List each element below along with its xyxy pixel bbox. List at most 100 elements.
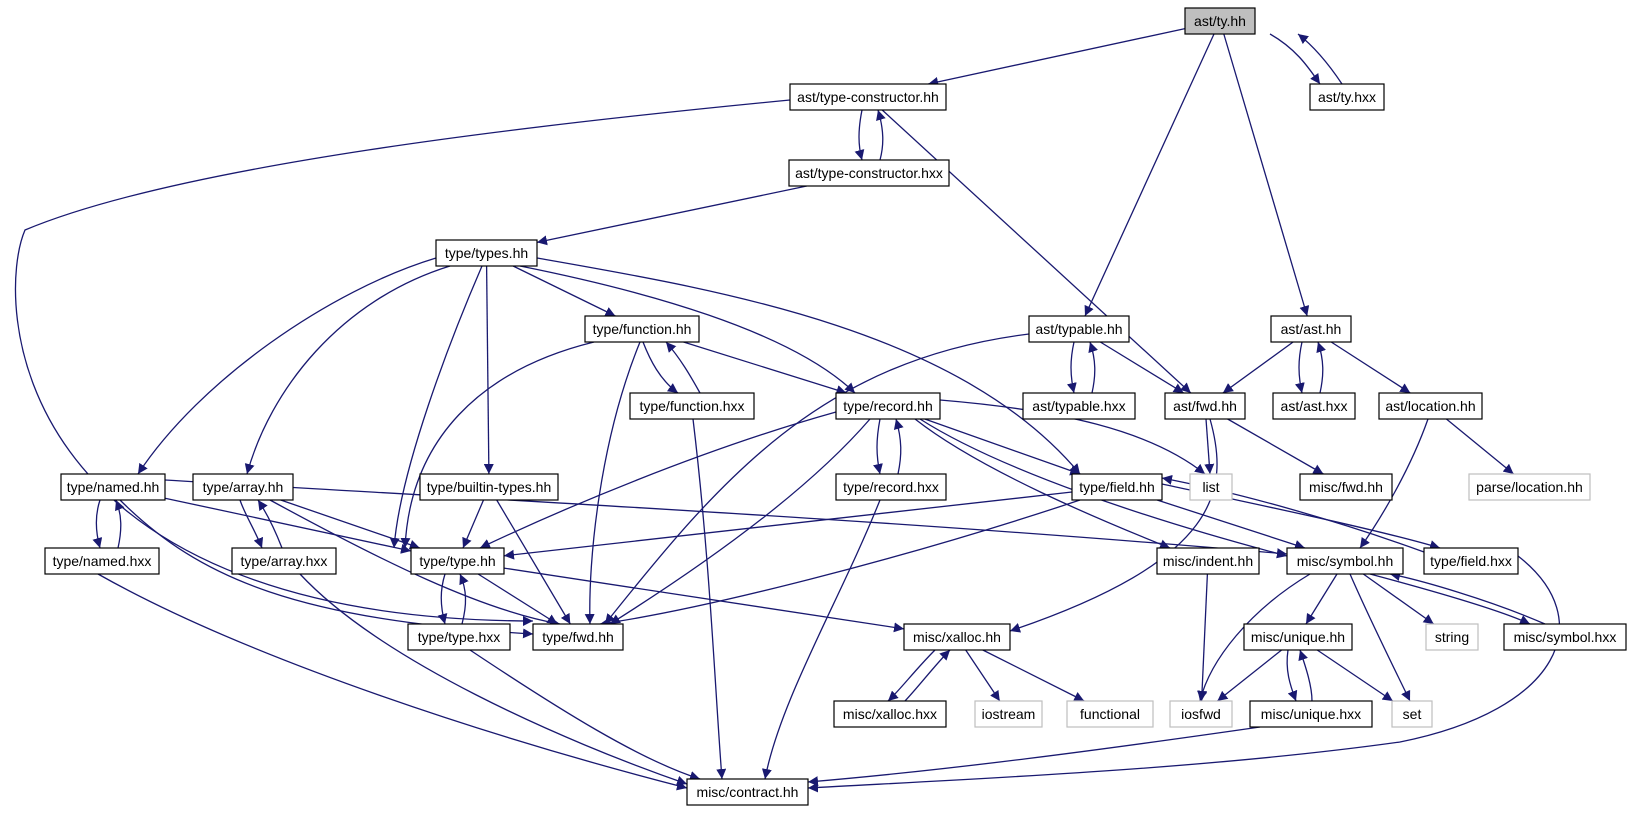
node-label: ast/fwd.hh [1173,398,1237,414]
node-label: type/field.hxx [1430,553,1512,569]
edge-type-types-hh-to-type-builtin-types-hh [483,265,494,475]
node-type-function-hxx[interactable]: type/function.hxx [629,392,755,420]
edge-type-array-hh-to-type-array-hxx [239,499,264,549]
node-misc-xalloc-hh[interactable]: misc/xalloc.hh [903,623,1011,651]
node-box [835,392,941,420]
node-box [833,700,947,728]
node-type-named-hxx[interactable]: type/named.hxx [44,547,160,575]
edge-type-record-hxx-to-misc-contract-hh [761,499,881,780]
node-label: ast/typable.hxx [1032,398,1125,414]
node-misc-indent-hh[interactable]: misc/indent.hh [1156,547,1260,575]
node-label: type/field.hh [1079,479,1155,495]
edge-type-record-hh-to-type-field-hh [924,418,1081,476]
edge-type-types-hh-to-type-record-hh [519,265,856,394]
node-misc-symbol-hxx[interactable]: misc/symbol.hxx [1503,623,1627,651]
edge-type-named-hh-to-type-named-hxx [92,499,103,549]
edge-ast-ast-hh-to-ast-fwd-hh [1222,341,1294,394]
node-box [1286,547,1404,575]
node-label: type/types.hh [445,245,528,261]
edge-misc-symbol-hxx-to-misc-symbol-hh [1389,571,1546,625]
node-label: ast/ty.hh [1194,13,1246,29]
node-box [407,623,511,651]
node-box [192,473,294,501]
node-box [1028,315,1130,343]
node-label: type/named.hh [67,479,160,495]
edge-type-function-hxx-to-type-function-hh [665,341,701,394]
node-label: iosfwd [1181,706,1221,722]
edge-misc-unique-hxx-to-misc-unique-hh [1298,649,1313,702]
node-ast-typable-hh[interactable]: ast/typable.hh [1028,315,1130,343]
edge-type-array-hxx-to-misc-contract-hh [299,573,688,786]
node-ast-ast-hxx[interactable]: ast/ast.hxx [1272,392,1356,420]
node-box [1270,315,1352,343]
node-type-type-hxx[interactable]: type/type.hxx [407,623,511,651]
node-box [1423,547,1519,575]
edge-misc-symbol-hh-to-set [1349,573,1411,702]
node-box [1189,473,1233,501]
node-misc-xalloc-hxx[interactable]: misc/xalloc.hxx [833,700,947,728]
edge-type-types-hh-to-type-function-hh [512,265,616,317]
node-type-field-hxx[interactable]: type/field.hxx [1423,547,1519,575]
node-ast-ast-hh[interactable]: ast/ast.hh [1270,315,1352,343]
node-type-types-hh[interactable]: type/types.hh [435,239,538,267]
node-label: list [1202,479,1219,495]
node-box [788,159,950,187]
node-type-named-hh[interactable]: type/named.hh [60,473,166,501]
node-label: misc/contract.hh [697,784,799,800]
node-type-record-hxx[interactable]: type/record.hxx [835,473,947,501]
node-ast-ty-hh[interactable]: ast/ty.hh [1184,7,1256,35]
node-box [584,315,700,343]
edge-type-function-hh-to-type-function-hxx [642,341,679,394]
node-ast-type-constructor-hxx[interactable]: ast/type-constructor.hxx [788,159,950,187]
node-box [1272,392,1356,420]
node-type-field-hh[interactable]: type/field.hh [1071,473,1163,501]
edge-type-record-hh-to-list [939,399,1206,475]
node-type-function-hh[interactable]: type/function.hh [584,315,700,343]
node-type-array-hxx[interactable]: type/array.hxx [231,547,337,575]
node-ast-typable-hxx[interactable]: ast/typable.hxx [1022,392,1136,420]
edge-type-types-hh-to-type-type-hh [389,265,483,549]
edge-type-builtin-types-hh-to-type-type-hh [462,499,485,549]
node-label: misc/unique.hxx [1261,706,1361,722]
node-label: misc/xalloc.hxx [843,706,937,722]
edge-type-record-hh-to-misc-indent-hh [914,418,1171,549]
edge-ast-ast-hh-to-ast-location-hh [1330,341,1411,394]
edge-ast-type-constructor-hxx-to-type-types-hh [536,185,807,246]
node-label: type/record.hh [843,398,933,414]
node-label: string [1435,629,1469,645]
node-box [1503,623,1627,651]
edge-type-type-hxx-to-type-type-hh [459,573,469,625]
edge-misc-symbol-hh-to-misc-symbol-hxx [1369,573,1531,625]
node-type-builtin-types-hh[interactable]: type/builtin-types.hh [419,473,559,501]
node-box [60,473,166,501]
edge-type-array-hxx-to-type-array-hh [257,499,283,549]
node-box [1299,473,1393,501]
edge-misc-xalloc-hh-to-misc-xalloc-hxx [887,649,936,702]
node-label: ast/type-constructor.hxx [795,165,943,181]
node-misc-symbol-hh[interactable]: misc/symbol.hh [1286,547,1404,575]
node-type-type-hh[interactable]: type/type.hh [410,547,505,575]
node-label: misc/xalloc.hh [913,629,1001,645]
edge-ast-ty-hh-to-ast-ast-hh [1223,33,1310,317]
node-box [1184,7,1256,35]
node-box [44,547,160,575]
node-label: misc/fwd.hh [1309,479,1383,495]
node-box [532,623,624,651]
node-label: type/array.hh [203,479,284,495]
node-type-array-hh[interactable]: type/array.hh [192,473,294,501]
node-type-fwd-hh[interactable]: type/fwd.hh [532,623,624,651]
node-misc-contract-hh[interactable]: misc/contract.hh [686,778,809,806]
node-ast-ty-hxx[interactable]: ast/ty.hxx [1309,83,1385,111]
node-ast-type-constructor-hh[interactable]: ast/type-constructor.hh [789,83,947,111]
node-ast-fwd-hh[interactable]: ast/fwd.hh [1164,392,1246,420]
edge-ast-ast-hh-to-ast-ast-hxx [1294,341,1305,394]
node-ast-location-hh[interactable]: ast/location.hh [1378,392,1483,420]
node-type-record-hh[interactable]: type/record.hh [835,392,941,420]
edge-ast-typable-hh-to-ast-typable-hxx [1066,341,1077,394]
node-misc-unique-hh[interactable]: misc/unique.hh [1243,623,1353,651]
node-misc-unique-hxx[interactable]: misc/unique.hxx [1249,700,1373,728]
node-box [231,547,337,575]
node-misc-fwd-hh[interactable]: misc/fwd.hh [1299,473,1393,501]
edge-type-field-hh-to-type-type-hh [503,491,1073,560]
edge-type-type-hh-to-type-fwd-hh [477,573,558,625]
